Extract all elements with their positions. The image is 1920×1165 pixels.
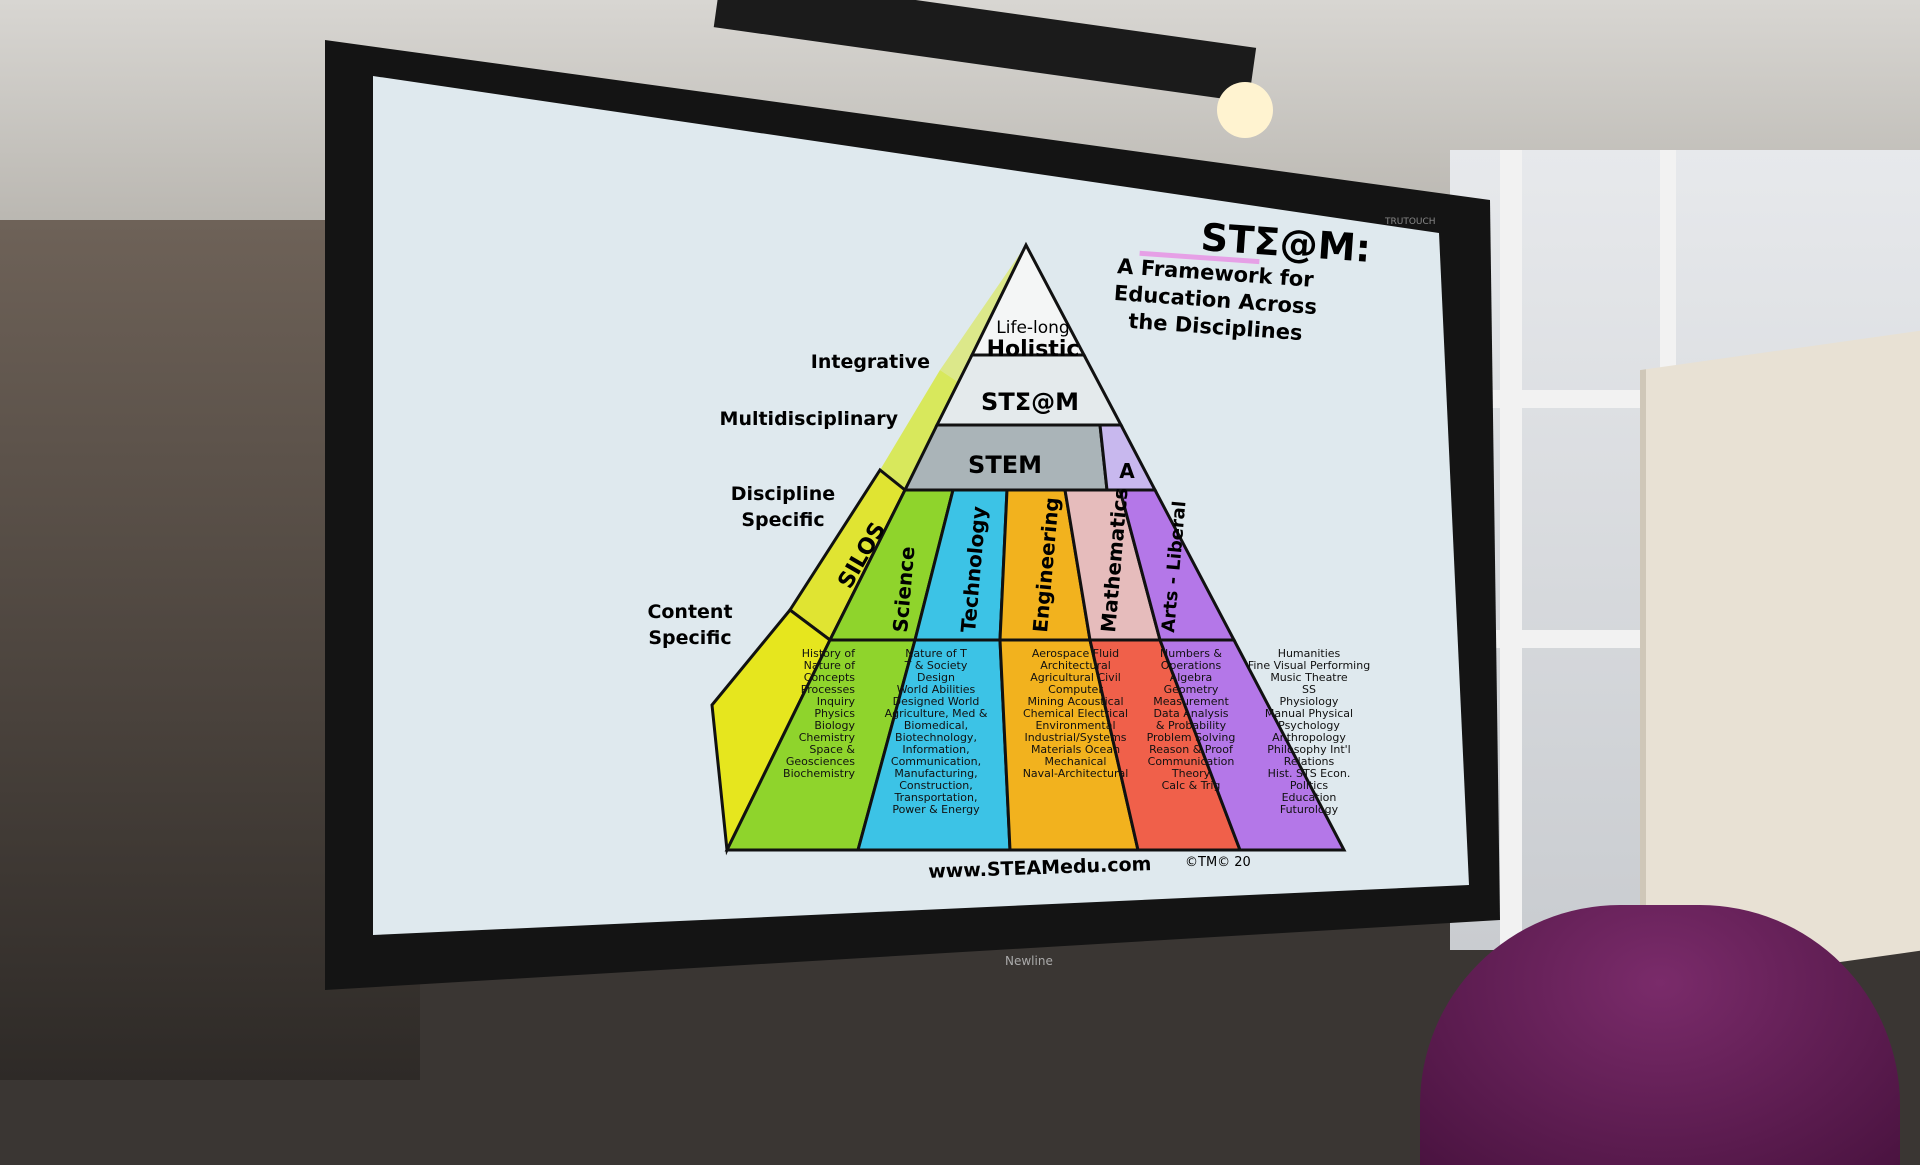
camera-bar <box>713 0 1257 103</box>
engineering-content-line: Agricultural Civil <box>1030 671 1121 684</box>
science-content-line: Processes <box>800 683 855 696</box>
arts-content-line: SS <box>1302 683 1316 696</box>
science-content-line: Space & <box>809 743 855 756</box>
technology-content-line: Power & Energy <box>892 803 980 816</box>
science-content-line: Concepts <box>803 671 855 684</box>
arts-content-line: Humanities <box>1277 647 1341 660</box>
science-content-line: Biology <box>814 719 855 732</box>
display-screen: TRUTOUCH Newline Life-long Holistic STΣ@… <box>325 0 1500 990</box>
level-multidisciplinary: Multidisciplinary <box>720 408 899 430</box>
ceiling-light <box>1217 82 1273 138</box>
a-label: A <box>1119 459 1135 483</box>
integrative-strip <box>940 245 1030 382</box>
mathematics-content-line: Numbers & <box>1160 647 1222 660</box>
technology-content-line: Nature of T <box>905 647 967 660</box>
science-content-line: Inquiry <box>816 695 855 708</box>
engineering-content-line: Computer <box>1048 683 1103 696</box>
logo-underline <box>1139 250 1260 265</box>
science-content-line: Geosciences <box>785 755 855 768</box>
mathematics-content-line: Theory <box>1171 767 1211 780</box>
science-content-line: History of <box>801 647 855 660</box>
mathematics-content-line: Operations <box>1160 659 1222 672</box>
engineering-content-line: Mechanical <box>1044 755 1107 768</box>
mathematics-content-line: Calc & Trig <box>1161 779 1221 792</box>
engineering-content-line: Chemical Electrical <box>1022 707 1129 720</box>
technology-content-line: Agriculture, Med & Biomedical, <box>884 707 988 732</box>
arts-content-line: Anthropology Philosophy Int'l Relations <box>1267 731 1351 768</box>
technology-content-line: T & Society <box>904 659 968 672</box>
science-content-line: Nature of <box>803 659 855 672</box>
arts-content-line: Education <box>1281 791 1337 804</box>
technology-content-line: Communication, Manufacturing, <box>890 755 982 780</box>
engineering-content-line: Aerospace Fluid <box>1031 647 1120 660</box>
mathematics-content-line: Measurement <box>1153 695 1229 708</box>
science-content-line: Physics <box>814 707 855 720</box>
technology-content-line: Construction, Transportation, <box>894 779 978 804</box>
mathematics-content-line: Algebra <box>1169 671 1213 684</box>
mathematics-content-line: Communication <box>1147 755 1235 768</box>
mathematics-content-line: Problem Solving <box>1146 731 1236 744</box>
mathematics-content-line: Geometry <box>1163 683 1219 696</box>
mathematics-content-line: Reason & Proof <box>1149 743 1233 756</box>
mathematics-content-line: & Probability <box>1155 719 1227 732</box>
lifelong-label: Life-long <box>996 318 1069 338</box>
engineering-content-line: Architectural <box>1040 659 1111 672</box>
science-content-line: Biochemistry <box>783 767 855 780</box>
holistic-label: Holistic <box>987 337 1080 362</box>
technology-content-line: Design <box>917 671 955 684</box>
bezel-brand: TRUTOUCH <box>1384 217 1436 227</box>
multidisciplinary-strip <box>880 370 958 490</box>
monitor-brand: Newline <box>1005 954 1053 968</box>
engineering-content-line: Materials Ocean <box>1030 743 1121 756</box>
arts-content-line: Fine Visual Performing <box>1247 659 1371 672</box>
arts-content-line: Politics <box>1289 779 1329 792</box>
steam-label: STΣ@M <box>981 388 1079 416</box>
arts-content-line: Futurology <box>1279 803 1339 816</box>
engineering-content-line: Environmental <box>1035 719 1116 732</box>
level-integrative: Integrative <box>811 351 930 373</box>
copyright: ©TM© 20 <box>1185 855 1251 870</box>
science-content-line: Chemistry <box>798 731 855 744</box>
arts-content-line: Hist. STS Econ. <box>1267 767 1351 780</box>
stem-label: STEM <box>968 451 1042 479</box>
engineering-content-line: Industrial/Systems <box>1024 731 1127 744</box>
mathematics-content-line: Data Analysis <box>1153 707 1229 720</box>
engineering-content-line: Mining Acoustical <box>1027 695 1124 708</box>
arts-content <box>1157 638 1347 852</box>
engineering-content-line: Naval-Architectural <box>1022 767 1129 780</box>
arts-content-line: Manual Physical Psychology <box>1264 707 1354 732</box>
technology-content-line: Biotechnology, Information, <box>895 731 977 756</box>
arts-content-line: Music Theatre <box>1270 671 1348 684</box>
arts-content-line: Physiology <box>1279 695 1339 708</box>
technology-content-line: Designed World <box>892 695 980 708</box>
technology-content-line: World Abilities <box>896 683 976 696</box>
